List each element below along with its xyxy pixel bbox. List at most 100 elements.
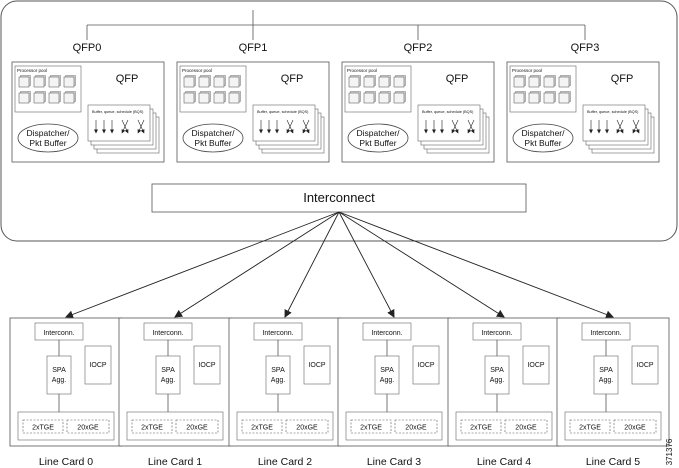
qfp-title: QFP [116, 73, 139, 85]
processor-core [528, 76, 540, 88]
forwarding-processor-enclosure [0, 0, 678, 242]
port-area [345, 411, 443, 441]
figure-id: 371376 [665, 438, 674, 465]
interconn-label: Interconn. [262, 330, 293, 337]
processor-core [198, 92, 210, 104]
spa-agg-box [265, 355, 291, 395]
port-area [126, 411, 224, 441]
processor-core [18, 76, 30, 88]
processor-core [213, 92, 225, 104]
bqs-label: Buffer, queue, schedule (BQS) [92, 110, 144, 114]
dispatcher-label-2: Pkt Buffer [194, 138, 231, 148]
iocp-label: IOCP [636, 362, 653, 369]
processor-core [18, 92, 30, 104]
interconn-label: Interconn. [43, 330, 74, 337]
spa-agg-box [46, 355, 72, 395]
interconnect-box [151, 183, 527, 213]
dispatcher-ellipse [17, 123, 79, 153]
dispatcher-label-1: Dispatcher/ [522, 128, 566, 138]
port-20xge [66, 419, 110, 434]
processor-core [393, 76, 405, 88]
interconnect-arrows [65, 211, 614, 319]
port-20xge-label: 20xGE [405, 425, 427, 432]
spa-label-2: Agg. [490, 377, 504, 384]
port-2xtge [569, 419, 611, 434]
port-area [17, 411, 115, 441]
line-card-label: Line Card 1 [148, 456, 202, 468]
processor-core [63, 76, 75, 88]
dispatcher-label-1: Dispatcher/ [27, 128, 71, 138]
processor-core [513, 92, 525, 104]
spa-label-2: Agg. [380, 377, 394, 384]
interconn-label: Interconn. [371, 330, 402, 337]
port-20xge [394, 419, 438, 434]
line-cards: Interconn. SPA Agg. IOCP 2xTGE 20xGE Line Card… [9, 317, 670, 468]
queue-arrow [451, 119, 459, 134]
interconnect-label: Interconnect [303, 190, 375, 205]
processor-core [393, 92, 405, 104]
spa-label-1: SPA [380, 367, 394, 374]
iocp-label: IOCP [417, 362, 434, 369]
port-20xge [504, 419, 548, 434]
spa-label-2: Agg. [271, 377, 285, 384]
spa-agg-box [484, 355, 510, 395]
processor-pool-box [14, 65, 82, 113]
processor-core [183, 92, 195, 104]
processor-core [378, 76, 390, 88]
interconn-label: Interconn. [481, 330, 512, 337]
dispatcher-label-2: Pkt Buffer [524, 138, 561, 148]
qfp-bus [87, 10, 585, 26]
queue-arrow [467, 119, 475, 134]
bqs-label: Buffer, queue, schedule (BQS) [257, 110, 309, 114]
processor-pool-label: Processor pool [512, 68, 542, 73]
qfp-label: QFP3 [571, 42, 600, 54]
processor-core [378, 92, 390, 104]
qfp-title: QFP [611, 73, 634, 85]
interconn-label: Interconn. [152, 330, 183, 337]
bqs-label: Buffer, queue, schedule (BQS) [587, 110, 639, 114]
processor-core [348, 76, 360, 88]
dispatcher-ellipse [347, 123, 409, 153]
queue-arrow [137, 119, 145, 134]
iocp-box [412, 345, 440, 385]
qfp-title: QFP [281, 73, 304, 85]
processor-core [528, 92, 540, 104]
interconnect-arrow [174, 211, 340, 318]
qfp-title: QFP [446, 73, 469, 85]
port-20xge-label: 20xGE [296, 425, 318, 432]
processor-core [48, 92, 60, 104]
interconnect-arrow [338, 211, 505, 318]
processor-core [363, 76, 375, 88]
spa-label-2: Agg. [161, 377, 175, 384]
processor-core [543, 76, 555, 88]
processor-core [48, 76, 60, 88]
port-20xge [285, 419, 329, 434]
queue-arrow [616, 119, 624, 134]
line-card-label: Line Card 5 [586, 456, 640, 468]
port-area [455, 411, 553, 441]
port-2xtge [460, 419, 502, 434]
bqs-label: Buffer, queue, schedule (BQS) [422, 110, 474, 114]
spa-label-1: SPA [161, 367, 175, 374]
processor-core [198, 76, 210, 88]
interconnect-arrow [338, 211, 614, 319]
processor-core [543, 92, 555, 104]
queue-arrow [302, 119, 310, 134]
interconnect-arrow [65, 211, 340, 319]
port-20xge [175, 419, 219, 434]
processor-pool-label: Processor pool [182, 68, 212, 73]
spa-label-1: SPA [599, 367, 613, 374]
port-2xtge-label: 2xTGE [141, 425, 163, 432]
processor-core [213, 76, 225, 88]
qfp-label: QFP2 [404, 42, 433, 54]
port-2xtge-label: 2xTGE [32, 425, 54, 432]
processor-pool-box [509, 65, 577, 113]
iocp-box [193, 345, 221, 385]
dispatcher-label-2: Pkt Buffer [29, 138, 66, 148]
